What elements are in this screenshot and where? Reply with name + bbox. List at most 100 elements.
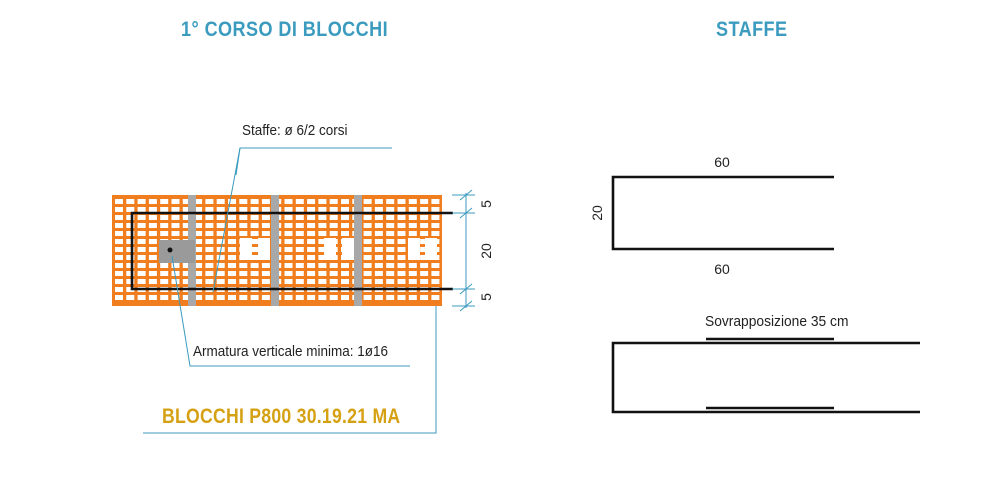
block-opening [342,238,354,260]
block-cell [148,263,157,268]
block-cell [148,279,157,284]
block-cell [182,207,191,212]
block-cell [216,271,225,276]
block-cell [295,207,304,212]
block-cell [295,223,304,228]
block-cell [182,223,191,228]
block-cell [182,279,191,284]
block-cell [329,215,338,220]
block-cell [408,231,417,236]
block-cell [228,295,236,300]
block-cell [341,295,349,300]
block-cell [329,263,338,268]
block-cell [318,223,327,228]
block-cell [420,295,429,300]
block-cell [420,271,429,276]
block-cell [205,239,214,244]
block-cell [431,263,440,268]
block-cell [431,223,440,228]
block-cell [295,255,304,260]
block-cell [182,231,191,236]
block-course-title: 1° CORSO DI BLOCCHI [181,18,389,41]
block-cell [318,199,327,204]
block-cell [137,239,146,244]
block-cell [341,271,349,276]
block-cell [295,263,304,268]
block-cell [194,207,203,212]
block-cell [295,199,304,204]
block-cell [307,199,316,204]
block-cell [420,255,429,260]
block-cell [307,239,316,244]
block-cell [160,295,169,300]
block-cell [363,279,372,284]
block-cell [194,263,203,268]
block-cell [115,255,123,260]
block-cell [374,295,383,300]
block-cell [363,247,372,252]
block-cell [228,279,236,284]
block-cell [307,247,316,252]
block-cell [397,207,406,212]
block-cell [137,279,146,284]
block-cell [431,279,440,284]
block-cell [148,247,157,252]
block-cell [205,207,214,212]
block-cell [374,271,383,276]
block-cell [341,215,349,220]
block-cell [205,215,214,220]
block-cell [239,271,248,276]
block-cell [205,271,214,276]
block-cell [386,231,395,236]
stirrup-in-block [130,211,453,291]
block-cell [295,271,304,276]
block-cell [137,199,146,204]
block-cell [397,247,406,252]
block-opening [425,238,437,260]
block-cell [250,271,259,276]
block-cell [284,199,293,204]
vertical-reinforcement-callout: Armatura verticale minima: 1ø16 [193,343,389,360]
block-opening [324,238,336,260]
stirrup-top-length: 60 [714,154,730,170]
block-cell [137,271,146,276]
block-cell [171,207,180,212]
block-cell [261,223,270,228]
block-cell [318,215,327,220]
block-cell [182,199,191,204]
block-cell [228,239,236,244]
block-cell [216,255,225,260]
block-cell [295,295,304,300]
block-cell [284,207,293,212]
block-cell [295,279,304,284]
block-cell [228,215,236,220]
block-cell [307,207,316,212]
block-cell [216,223,225,228]
rebar-leader [171,255,410,367]
block-cell [160,207,169,212]
block-cell [307,295,316,300]
block-cell [261,271,270,276]
block-cell [386,255,395,260]
block-cell [250,247,259,252]
block-cell [284,239,293,244]
block-cell [148,271,157,276]
block-cell [250,255,259,260]
block-cell [318,295,327,300]
block-cell [431,271,440,276]
block-cell [126,263,135,268]
block-cell [374,239,383,244]
dim-bottom: 5 [478,293,494,301]
block-cell [126,247,135,252]
vertical-rebar-core [159,240,195,263]
stirrups-title: STAFFE [716,18,788,41]
block-cell [420,207,429,212]
block-cell [194,295,203,300]
block-cell [374,247,383,252]
block-cell [420,279,429,284]
block-cell [115,271,123,276]
block-cell [126,255,135,260]
overlap-stirrup-outer [611,341,920,414]
block-opening [258,238,270,260]
